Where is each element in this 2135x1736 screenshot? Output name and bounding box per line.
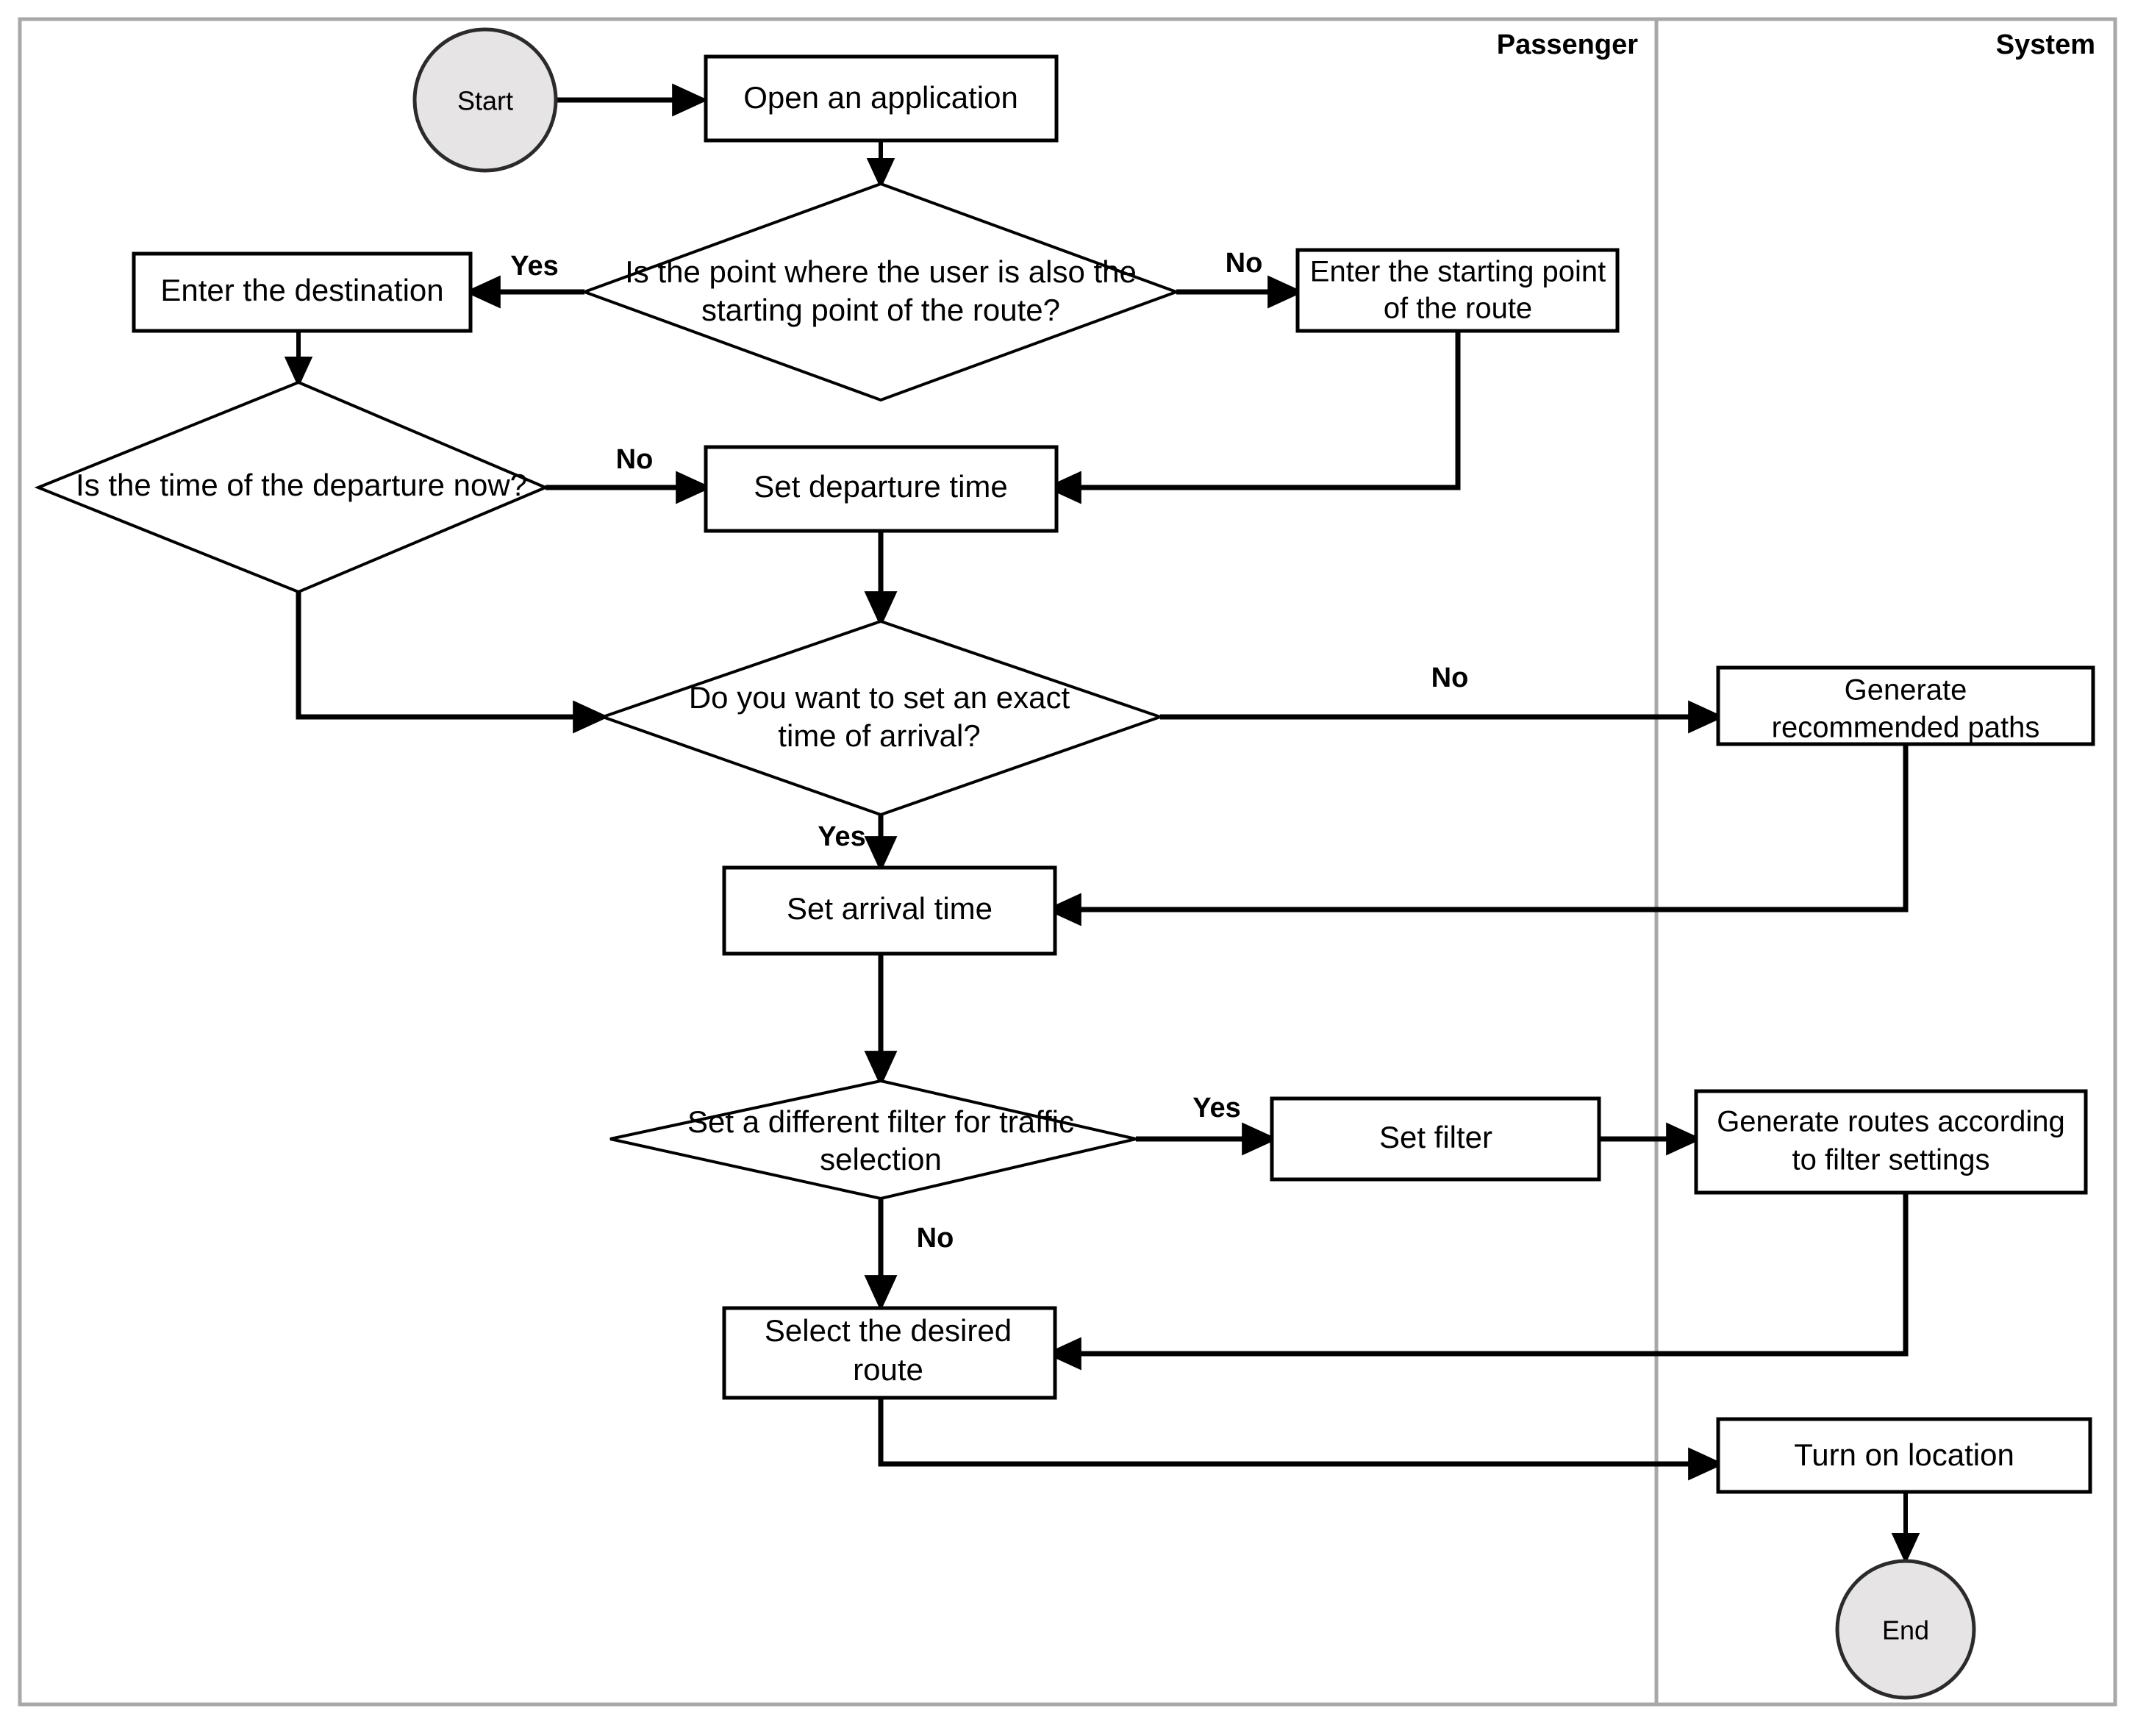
different-filter-shape bbox=[609, 1079, 1137, 1201]
is-user-point-label-line1: Is the point where the user is also the bbox=[625, 254, 1137, 289]
is-user-point-shape bbox=[580, 182, 1181, 402]
node-enter-starting-point[interactable]: Enter the starting point of the route bbox=[1295, 248, 1620, 333]
edge-label-departure-now-no: No bbox=[616, 444, 654, 475]
lane-label-passenger: Passenger bbox=[1497, 29, 1638, 60]
exact-arrival-label-line2: time of arrival? bbox=[778, 718, 980, 753]
set-departure-time-shape bbox=[704, 445, 1059, 533]
select-desired-route-label-line2: route bbox=[853, 1352, 923, 1387]
edge-start-point-to-set-departure bbox=[1045, 331, 1461, 504]
generate-recommended-paths-label-line2: recommended paths bbox=[1772, 712, 2040, 744]
node-end[interactable]: End bbox=[1835, 1559, 1976, 1700]
set-departure-time-label: Set departure time bbox=[754, 469, 1008, 504]
node-select-desired-route[interactable]: Select the desired route bbox=[722, 1306, 1057, 1400]
is-user-point-label-line2: starting point of the route? bbox=[701, 293, 1060, 327]
is-departure-now-shape bbox=[34, 380, 550, 594]
edge-label-diff-filter-yes: Yes bbox=[1192, 1093, 1241, 1124]
set-arrival-time-label: Set arrival time bbox=[787, 891, 993, 926]
enter-starting-point-label-line2: of the route bbox=[1384, 293, 1532, 325]
node-open-app[interactable]: Open an application bbox=[704, 54, 1059, 143]
exact-arrival-label-line1: Do you want to set an exact bbox=[689, 680, 1070, 715]
open-app-shape bbox=[704, 54, 1059, 143]
select-desired-route-label-line1: Select the desired bbox=[765, 1313, 1012, 1348]
select-desired-route-shape bbox=[722, 1306, 1057, 1400]
generate-filtered-routes-label-line2: to filter settings bbox=[1792, 1144, 1989, 1176]
turn-on-location-label: Turn on location bbox=[1794, 1437, 2014, 1472]
node-exact-arrival[interactable]: Do you want to set an exact time of arri… bbox=[598, 619, 1165, 817]
enter-starting-point-shape bbox=[1295, 248, 1620, 333]
node-set-filter[interactable]: Set filter bbox=[1270, 1096, 1601, 1182]
exact-arrival-shape bbox=[598, 619, 1165, 817]
node-is-departure-now[interactable]: Is the time of the departure now? bbox=[34, 380, 550, 594]
set-filter-shape bbox=[1270, 1096, 1601, 1182]
node-is-user-point[interactable]: Is the point where the user is also the … bbox=[580, 182, 1181, 402]
edge-label-exact-arrival-yes: Yes bbox=[818, 821, 866, 852]
open-app-label: Open an application bbox=[743, 80, 1018, 115]
enter-destination-shape bbox=[132, 251, 473, 333]
generate-recommended-paths-label-line1: Generate bbox=[1845, 674, 1967, 707]
edge-select-route-to-turn-on-location bbox=[878, 1398, 1725, 1481]
node-enter-destination[interactable]: Enter the destination bbox=[132, 251, 473, 333]
edge-departure-now-yes bbox=[296, 592, 609, 734]
turn-on-location-shape bbox=[1716, 1417, 2092, 1494]
diagram-frame bbox=[18, 17, 2117, 1707]
edge-gen-filtered-to-select-route bbox=[1045, 1193, 1909, 1371]
start-terminator-shape bbox=[412, 27, 558, 173]
node-start[interactable]: Start bbox=[412, 27, 558, 173]
is-departure-now-label: Is the time of the departure now? bbox=[76, 468, 527, 502]
set-filter-label: Set filter bbox=[1379, 1120, 1492, 1154]
node-set-departure-time[interactable]: Set departure time bbox=[704, 445, 1059, 533]
different-filter-label-line1: Set a different filter for traffic bbox=[687, 1104, 1074, 1139]
end-label: End bbox=[1882, 1615, 1929, 1646]
node-turn-on-location[interactable]: Turn on location bbox=[1716, 1417, 2092, 1494]
edge-label-exact-arrival-no: No bbox=[1431, 662, 1469, 693]
generate-recommended-paths-shape bbox=[1716, 665, 2095, 746]
node-set-arrival-time[interactable]: Set arrival time bbox=[722, 865, 1057, 956]
end-terminator-shape bbox=[1835, 1559, 1976, 1700]
set-arrival-time-shape bbox=[722, 865, 1057, 956]
generate-filtered-routes-label-line1: Generate routes according bbox=[1717, 1106, 2065, 1138]
enter-starting-point-label-line1: Enter the starting point bbox=[1310, 256, 1606, 288]
lane-label-system: System bbox=[1996, 29, 2095, 60]
node-generate-filtered-routes[interactable]: Generate routes according to filter sett… bbox=[1694, 1089, 2088, 1195]
node-different-filter[interactable]: Set a different filter for traffic selec… bbox=[609, 1079, 1137, 1201]
edge-label-user-point-no: No bbox=[1226, 248, 1263, 279]
node-generate-recommended-paths[interactable]: Generate recommended paths bbox=[1716, 665, 2095, 746]
different-filter-label-line2: selection bbox=[820, 1142, 942, 1176]
edge-gen-recommended-to-set-arrival bbox=[1045, 744, 1909, 926]
edge-label-user-point-yes: Yes bbox=[510, 251, 559, 282]
start-label: Start bbox=[457, 86, 513, 116]
enter-destination-label: Enter the destination bbox=[160, 273, 443, 307]
generate-filtered-routes-shape bbox=[1694, 1089, 2088, 1195]
edge-label-diff-filter-no: No bbox=[917, 1223, 954, 1254]
